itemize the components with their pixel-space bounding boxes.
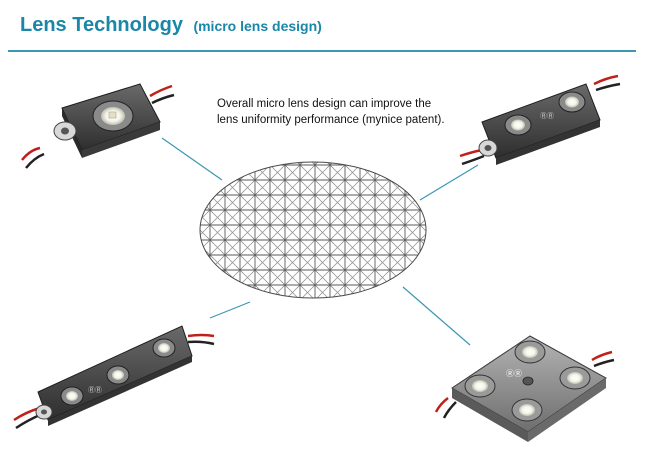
single-lens-module-icon xyxy=(21,83,175,169)
title-divider xyxy=(8,50,636,52)
module-marking-top-right: ⓇⓇ xyxy=(540,112,554,120)
description-line-1: Overall micro lens design can improve th… xyxy=(217,98,432,110)
connector-line-top-right xyxy=(419,164,479,201)
page-title: Lens Technology xyxy=(20,14,183,36)
triple-lens-module-icon: ⓇⓇ xyxy=(13,325,215,430)
dual-lens-module-icon: ⓇⓇ xyxy=(459,74,621,166)
description-line-2: lens uniformity performance (mynice pate… xyxy=(217,114,445,126)
connector-lines xyxy=(161,137,479,346)
connector-line-bottom-right xyxy=(402,286,471,346)
quad-lens-module-icon: ⓇⓇ xyxy=(434,335,615,442)
module-marking-bottom-right: ⓇⓇ xyxy=(506,369,522,378)
page-subtitle: (micro lens design) xyxy=(193,18,322,34)
micro-lens-disk-icon xyxy=(199,161,427,299)
connector-line-top-left xyxy=(161,137,223,181)
page-heading: Lens Technology (micro lens design) xyxy=(20,14,322,37)
description-text: Overall micro lens design can improve th… xyxy=(217,96,477,128)
connector-line-bottom-left xyxy=(209,301,251,319)
module-marking-bottom-left: ⓇⓇ xyxy=(88,386,102,394)
